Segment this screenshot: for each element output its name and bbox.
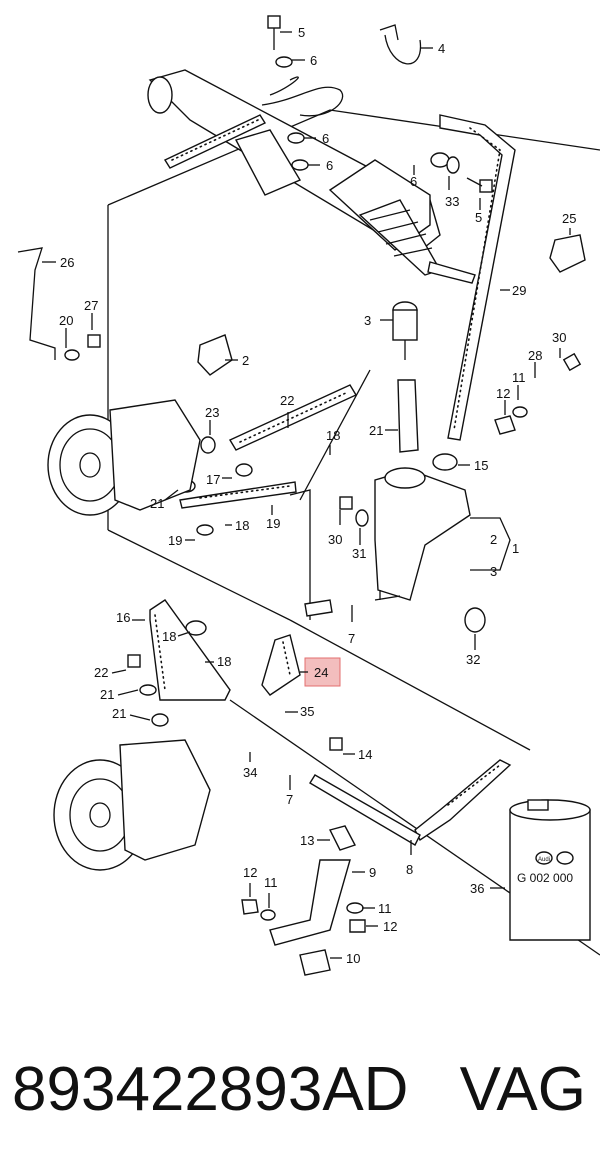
callout-label: 7 <box>286 792 293 807</box>
steering-pump-upper <box>47 399 201 516</box>
clip-29 <box>549 234 586 273</box>
callout-labels: 5 6 6 6 5 6 33 4 29 25 26 27 20 2 3 21 2… <box>42 25 576 966</box>
callout-label: 20 <box>59 313 73 328</box>
footer: 893422893AD VAG <box>0 1040 600 1140</box>
callout-label: 18 <box>326 428 340 443</box>
callout-label: 23 <box>205 405 219 420</box>
callout-label: 19 <box>168 533 182 548</box>
mounting-bracket <box>269 825 357 976</box>
callout-label: 3 <box>364 313 371 328</box>
callout-label: 21 <box>369 423 383 438</box>
callout-label: 18 <box>235 518 249 533</box>
callout-label: 28 <box>528 348 542 363</box>
callout-label: 17 <box>206 472 220 487</box>
callout-label: 3 <box>490 564 497 579</box>
can-part-code: G 002 000 <box>517 871 573 885</box>
callout-label: 13 <box>300 833 314 848</box>
hose-clip-33 <box>379 24 422 65</box>
callout-label: 22 <box>280 393 294 408</box>
fluid-reservoir <box>374 453 486 633</box>
fluid-can-36 <box>509 799 591 941</box>
callout-label: 1 <box>512 541 519 556</box>
callout-label: 2 <box>242 353 249 368</box>
highlight-box-24 <box>304 657 341 687</box>
callout-label: 2 <box>490 532 497 547</box>
steering-rack <box>147 69 476 284</box>
callout-label: 14 <box>358 747 372 762</box>
steering-pump-lower <box>53 739 211 871</box>
frame-lines <box>107 109 600 956</box>
callout-label: 16 <box>116 610 130 625</box>
callout-label: 30 <box>552 330 566 345</box>
callout-label: 32 <box>466 652 480 667</box>
callout-label: 11 <box>264 875 278 890</box>
callout-label: 26 <box>60 255 74 270</box>
reservoir-cap-and-filter <box>392 301 419 453</box>
callout-label: 6 <box>310 53 317 68</box>
callout-label: 11 <box>378 901 392 916</box>
hoses <box>149 384 512 846</box>
callout-label: 25 <box>562 211 576 226</box>
callout-label: 12 <box>383 919 397 934</box>
return-line-25 <box>17 247 56 360</box>
callout-label: 6 <box>322 131 329 146</box>
callout-label: 36 <box>470 881 484 896</box>
callout-label: 27 <box>84 298 98 313</box>
clip-20 <box>197 334 233 376</box>
callout-label: 11 <box>512 370 526 385</box>
power-steering-exploded-diagram: Audi G 002 000 5 6 6 6 5 6 33 4 29 25 26… <box>17 15 600 976</box>
callout-label: 35 <box>300 704 314 719</box>
callout-label: 10 <box>346 951 360 966</box>
callout-label: 19 <box>266 516 280 531</box>
callout-label: 7 <box>348 631 355 646</box>
callout-label: 6 <box>410 174 417 189</box>
callout-label: 30 <box>328 532 342 547</box>
callout-label: 29 <box>512 283 526 298</box>
rack-pipes <box>163 76 516 441</box>
callout-label: 18 <box>217 654 231 669</box>
callout-label: 21 <box>150 496 164 511</box>
callout-label: 18 <box>162 629 176 644</box>
callout-label: 31 <box>352 546 366 561</box>
callout-label: 5 <box>298 25 305 40</box>
callout-label: 34 <box>243 765 257 780</box>
callout-label: 33 <box>445 194 459 209</box>
callout-label: 9 <box>369 865 376 880</box>
callout-label: 22 <box>94 665 108 680</box>
callout-label: 12 <box>496 386 510 401</box>
brand-name: VAG <box>459 1055 586 1124</box>
callout-label: 8 <box>406 862 413 877</box>
callout-label: 12 <box>243 865 257 880</box>
callout-label: 24 <box>314 665 328 680</box>
callout-label: 21 <box>112 706 126 721</box>
can-brand-label: Audi <box>538 857 550 863</box>
callout-label: 6 <box>326 158 333 173</box>
part-number: 893422893AD <box>12 1055 409 1124</box>
callout-label: 15 <box>474 458 488 473</box>
callout-label: 21 <box>100 687 114 702</box>
callout-label: 4 <box>438 41 445 56</box>
callout-label: 5 <box>475 210 482 225</box>
